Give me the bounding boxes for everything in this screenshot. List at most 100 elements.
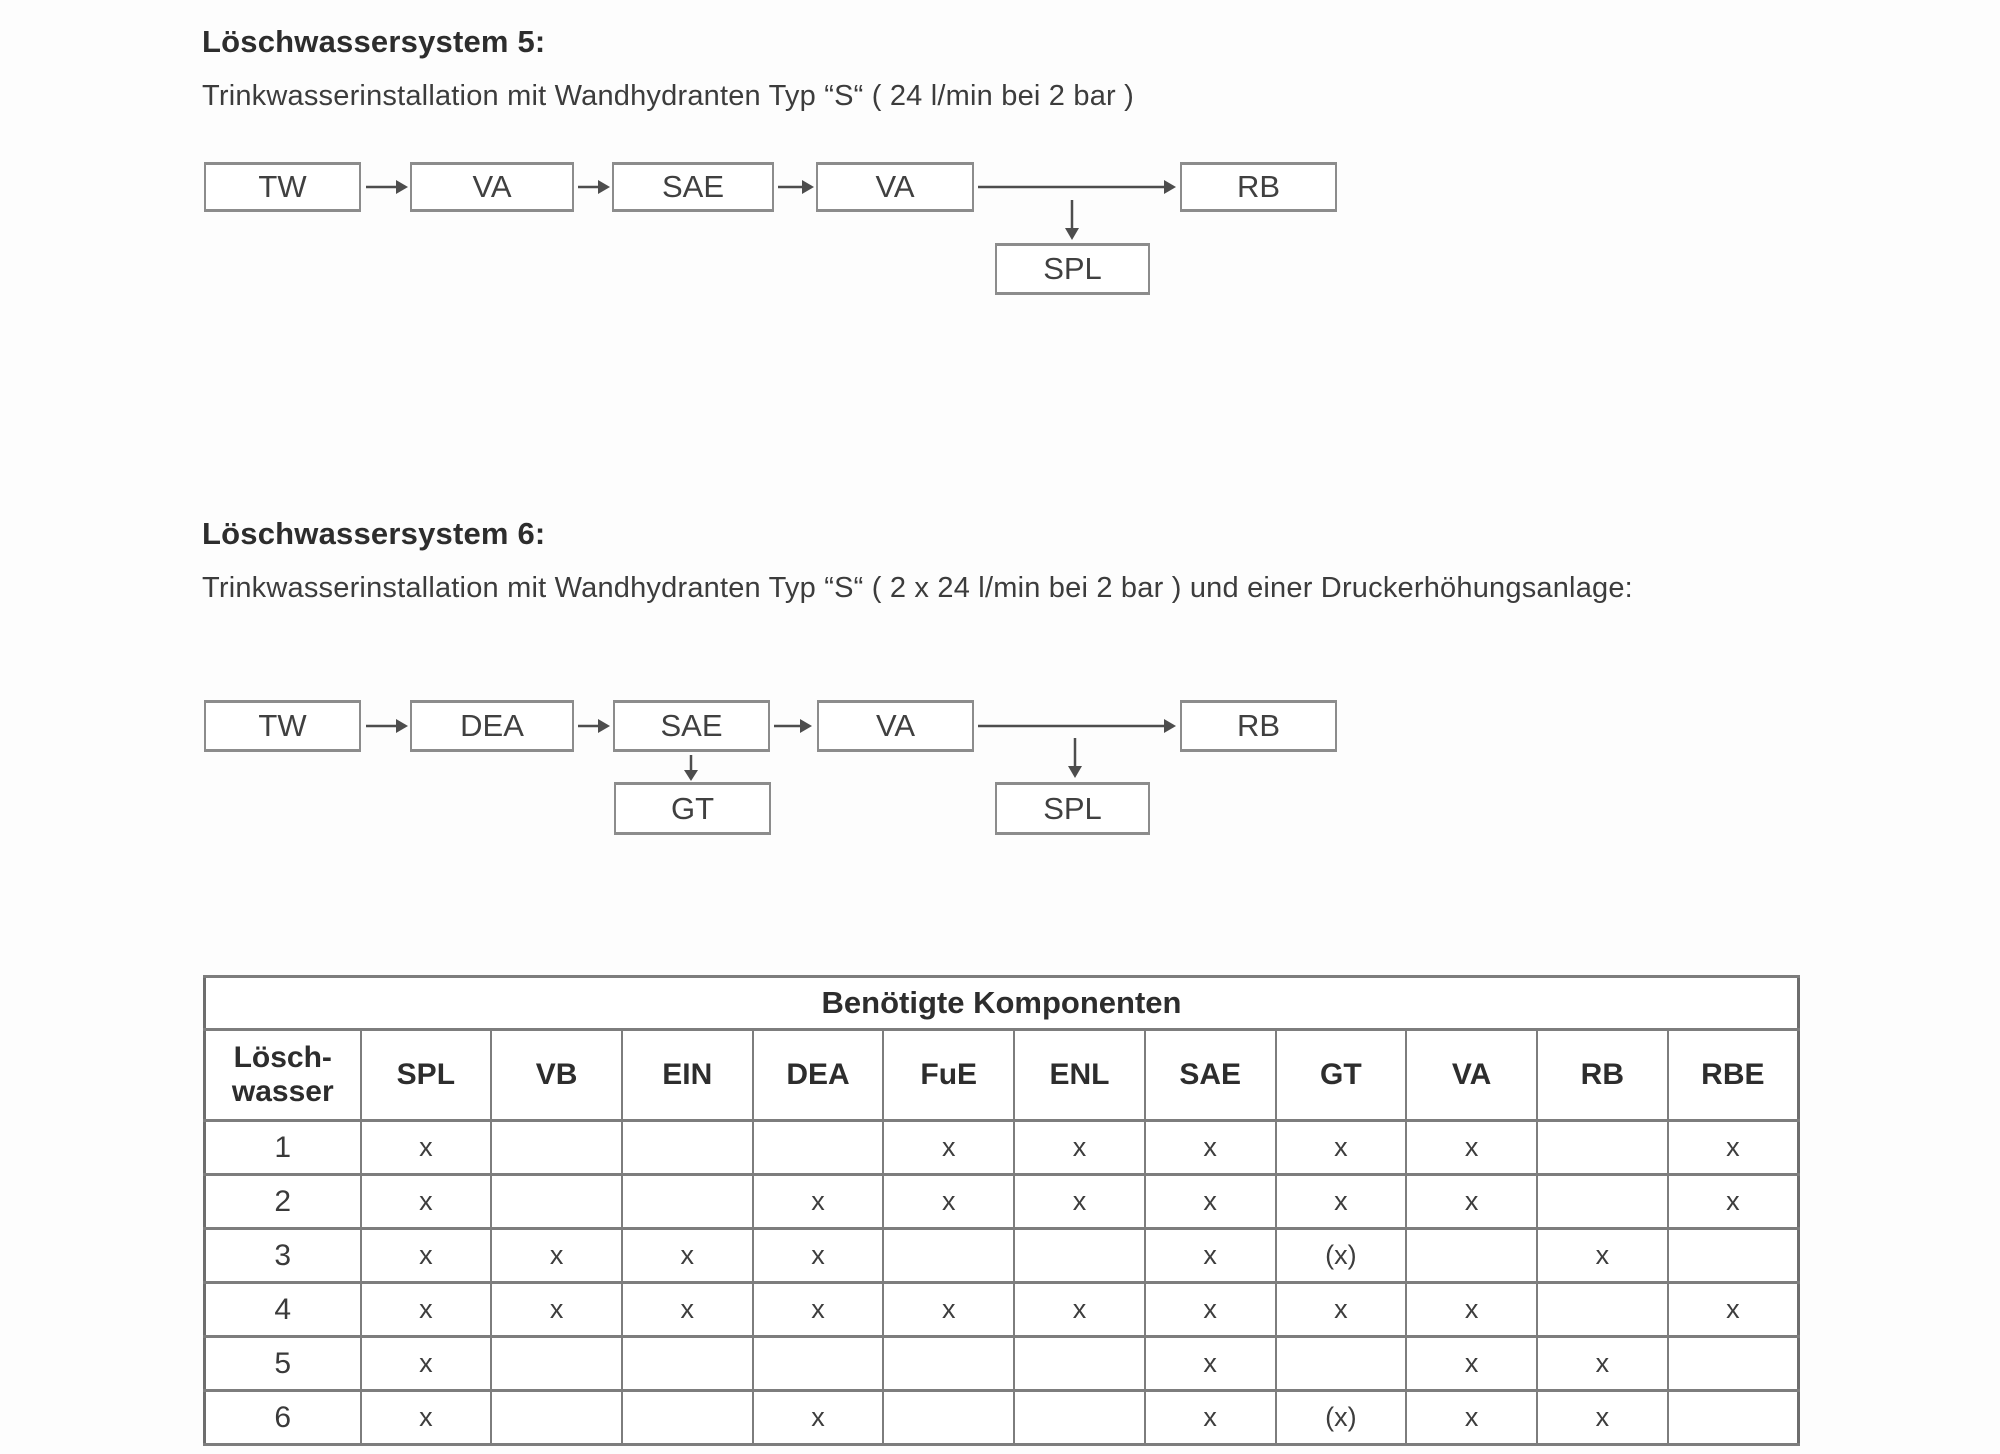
table-cell: x bbox=[1405, 1281, 1538, 1338]
table-cell bbox=[620, 1335, 754, 1392]
table-cell: x bbox=[359, 1389, 493, 1446]
flow-box-sae-2: SAE bbox=[613, 700, 770, 752]
column-header-rbe: RBE bbox=[1666, 1028, 1800, 1122]
table-cell: x bbox=[620, 1281, 754, 1338]
table-cell: x bbox=[490, 1281, 623, 1338]
flow-box-va2-1: VA bbox=[816, 162, 974, 212]
flow-box-dea-2: DEA bbox=[410, 700, 574, 752]
table-cell bbox=[1666, 1389, 1800, 1446]
row-label: 2 bbox=[203, 1173, 362, 1230]
flow-box-tw-2: TW bbox=[204, 700, 361, 752]
flow-box-rb-1: RB bbox=[1180, 162, 1337, 212]
column-header-ein: EIN bbox=[620, 1028, 754, 1122]
flow-box-spl-1: SPL bbox=[995, 243, 1150, 295]
system6-subtitle: Trinkwasserinstallation mit Wandhydrante… bbox=[202, 572, 1633, 604]
system5-heading: Löschwassersystem 5: bbox=[202, 24, 546, 59]
table-cell bbox=[1013, 1227, 1146, 1284]
column-header-fue: FuE bbox=[882, 1028, 1016, 1122]
flow-box-gt-2: GT bbox=[614, 782, 771, 835]
flow-box-rb-2: RB bbox=[1180, 700, 1337, 752]
table-cell: x bbox=[882, 1281, 1016, 1338]
row-label: 5 bbox=[203, 1335, 362, 1392]
table-cell: x bbox=[490, 1227, 623, 1284]
table-cell: x bbox=[1666, 1173, 1800, 1230]
table-cell: x bbox=[751, 1389, 885, 1446]
table-cell: x bbox=[1535, 1335, 1669, 1392]
table-cell: x bbox=[1013, 1119, 1146, 1176]
table-cell bbox=[882, 1335, 1016, 1392]
table-cell: x bbox=[1143, 1119, 1277, 1176]
table-cell: x bbox=[882, 1119, 1016, 1176]
flow-box-tw-1: TW bbox=[204, 162, 361, 212]
table-cell bbox=[620, 1119, 754, 1176]
table-cell: x bbox=[359, 1119, 493, 1176]
row-header-line2: wasser bbox=[231, 1075, 334, 1108]
table-row-5: 5 x x x x bbox=[203, 1335, 1800, 1392]
table-cell bbox=[490, 1119, 623, 1176]
table-cell bbox=[882, 1227, 1016, 1284]
table-cell bbox=[882, 1389, 1016, 1446]
table-cell bbox=[620, 1173, 754, 1230]
table-cell: x bbox=[1143, 1389, 1277, 1446]
flow-box-sae-1: SAE bbox=[612, 162, 774, 212]
table-cell bbox=[620, 1389, 754, 1446]
table-cell bbox=[490, 1389, 623, 1446]
table-cell bbox=[1013, 1335, 1146, 1392]
table-cell: x bbox=[1013, 1281, 1146, 1338]
table-cell: x bbox=[359, 1335, 493, 1392]
table-cell: x bbox=[1274, 1119, 1408, 1176]
table-cell: x bbox=[1143, 1173, 1277, 1230]
column-header-spl: SPL bbox=[359, 1028, 493, 1122]
table-cell: x bbox=[1666, 1119, 1800, 1176]
table-cell bbox=[490, 1335, 623, 1392]
table-cell: x bbox=[620, 1227, 754, 1284]
table-cell: x bbox=[1666, 1281, 1800, 1338]
table-cell: x bbox=[1405, 1335, 1538, 1392]
table-cell: x bbox=[359, 1281, 493, 1338]
table-cell: x bbox=[1013, 1173, 1146, 1230]
table-cell: x bbox=[1143, 1335, 1277, 1392]
table-cell: x bbox=[1274, 1173, 1408, 1230]
table-row-1: 1 x x x x x x x bbox=[203, 1119, 1800, 1176]
table-row-4: 4 x x x x x x x x x x bbox=[203, 1281, 1800, 1338]
table-cell bbox=[1666, 1335, 1800, 1392]
column-header-va: VA bbox=[1405, 1028, 1538, 1122]
table-row-3: 3 x x x x x (x) x bbox=[203, 1227, 1800, 1284]
row-header: Lösch-wasser bbox=[203, 1028, 362, 1122]
row-label: 4 bbox=[203, 1281, 362, 1338]
table-cell bbox=[1274, 1335, 1408, 1392]
table-cell: x bbox=[751, 1281, 885, 1338]
table-cell bbox=[1535, 1119, 1669, 1176]
table-cell: x bbox=[1274, 1281, 1408, 1338]
column-header-enl: ENL bbox=[1013, 1028, 1146, 1122]
table-cell: x bbox=[1143, 1227, 1277, 1284]
table-cell bbox=[1666, 1227, 1800, 1284]
table-cell: (x) bbox=[1274, 1389, 1408, 1446]
table-cell: x bbox=[359, 1173, 493, 1230]
table-cell: x bbox=[359, 1227, 493, 1284]
flow-box-va-2: VA bbox=[817, 700, 974, 752]
system6-heading: Löschwassersystem 6: bbox=[202, 516, 546, 551]
flow-box-spl-2: SPL bbox=[995, 782, 1150, 835]
system5-subtitle: Trinkwasserinstallation mit Wandhydrante… bbox=[202, 80, 1135, 112]
table-cell: x bbox=[1535, 1227, 1669, 1284]
table-cell bbox=[490, 1173, 623, 1230]
table-cell: x bbox=[751, 1227, 885, 1284]
column-header-vb: VB bbox=[490, 1028, 623, 1122]
column-header-sae: SAE bbox=[1143, 1028, 1277, 1122]
table-cell: x bbox=[751, 1173, 885, 1230]
flow-box-va-1: VA bbox=[410, 162, 574, 212]
table-cell bbox=[1535, 1281, 1669, 1338]
table-cell bbox=[751, 1119, 885, 1176]
table-cell: x bbox=[1143, 1281, 1277, 1338]
column-header-gt: GT bbox=[1274, 1028, 1408, 1122]
row-label: 3 bbox=[203, 1227, 362, 1284]
table-cell bbox=[751, 1335, 885, 1392]
row-header-line1: Lösch- bbox=[233, 1040, 332, 1074]
table-cell: x bbox=[1535, 1389, 1669, 1446]
table-cell bbox=[1535, 1173, 1669, 1230]
column-header-dea: DEA bbox=[751, 1028, 885, 1122]
table-row-2: 2 x x x x x x x x bbox=[203, 1173, 1800, 1230]
table-row-6: 6 x x x (x) x x bbox=[203, 1389, 1800, 1446]
